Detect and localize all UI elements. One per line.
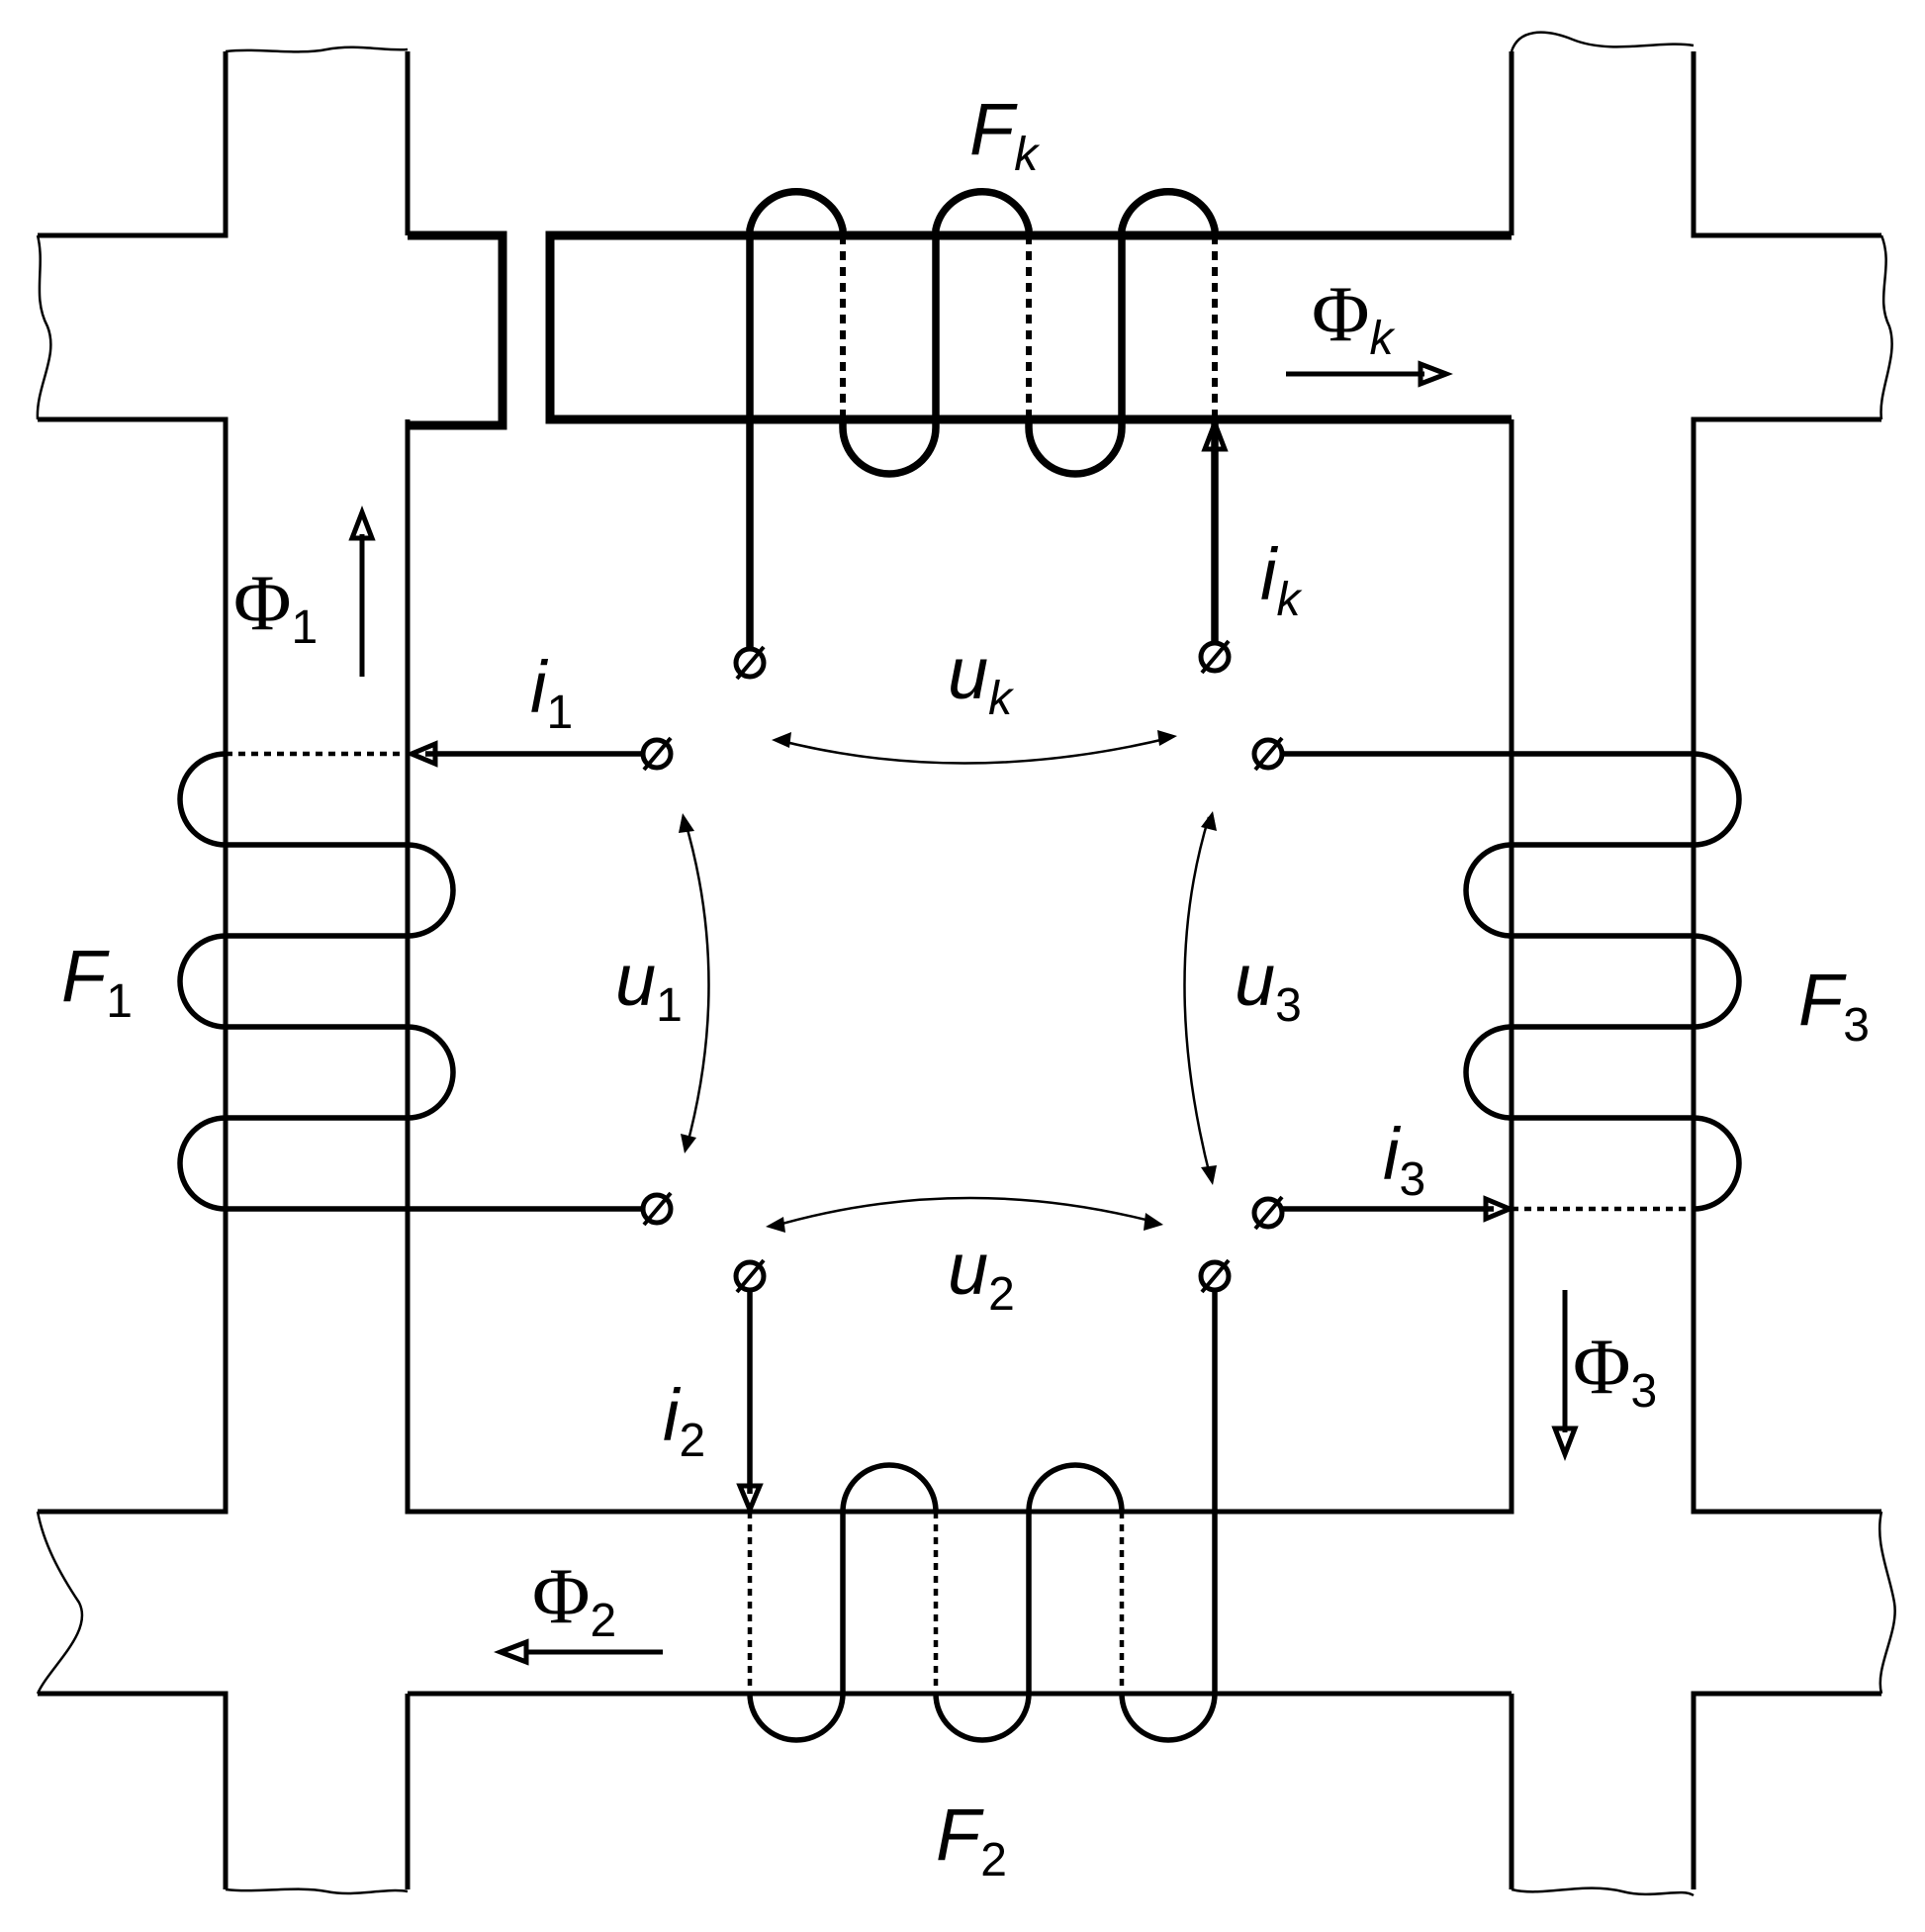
coil-f3 (1276, 751, 1742, 1223)
label-u1: u1 (615, 939, 683, 1032)
terminal-2-right (1198, 1258, 1232, 1294)
coil-f3-winding (1276, 751, 1742, 1212)
coil-f1 (177, 740, 643, 1212)
terminal-k-left (733, 645, 767, 681)
break-edge-left-side (36, 234, 52, 420)
label-fk: Fk (969, 88, 1041, 181)
u2-arc (771, 1196, 1158, 1229)
arrows (348, 360, 1579, 1666)
right-limb-inner-mid (1691, 416, 1881, 1515)
uk-arc (777, 736, 1170, 765)
label-phi1: Φ1 (233, 560, 318, 654)
left-limb-inner-mid (405, 419, 1514, 1515)
label-u2: u2 (948, 1228, 1015, 1321)
break-edge-left-bottom (225, 1887, 409, 1895)
coil-fk (746, 188, 1219, 663)
labels: Fk Φk Φ1 ik i1 uk F1 u1 u3 F3 i3 (61, 88, 1870, 1886)
left-limb-outer-lower (38, 416, 229, 1515)
right-limb-inner (1691, 51, 1881, 238)
left-limb-bottom (38, 1691, 229, 1889)
i3-arrowhead (1483, 1195, 1516, 1223)
coil-f2-hidden (747, 1512, 1125, 1694)
i1-arrowhead (405, 740, 438, 768)
break-edge-right-top (1510, 31, 1695, 52)
break-edge-right-side-bottom (1878, 1511, 1896, 1695)
ik-arrowhead (1201, 416, 1229, 452)
phik-arrowhead (1418, 360, 1453, 388)
top-branch-left-stub (408, 230, 507, 430)
coil-fk-bottom-loops (839, 419, 1126, 478)
coil-f2 (736, 1270, 1218, 1743)
label-ik: ik (1260, 533, 1303, 626)
terminal-2-left (733, 1258, 767, 1294)
label-uk: uk (948, 632, 1015, 725)
phi2-arrowhead (494, 1638, 529, 1666)
label-i2: i2 (663, 1374, 705, 1467)
label-i1: i1 (530, 646, 573, 739)
break-edge-left-top (225, 46, 409, 53)
u1-arc (683, 818, 710, 1149)
label-phik: Φk (1312, 271, 1396, 365)
right-limb-bottom (1691, 1691, 1881, 1889)
i2-arrowhead (736, 1483, 764, 1517)
coil-fk-winding (746, 188, 1219, 663)
voltage-arcs (679, 730, 1217, 1233)
label-i3: i3 (1383, 1113, 1425, 1206)
terminals (640, 639, 1285, 1294)
phi3-arrowhead (1551, 1426, 1579, 1461)
label-f2: F2 (936, 1794, 1007, 1886)
phi1-arrowhead (348, 506, 376, 541)
break-edge-right-side (1879, 234, 1893, 420)
label-u3: u3 (1235, 939, 1302, 1032)
terminal-3-bottom (1251, 1195, 1285, 1231)
coil-f1-hidden (226, 751, 408, 1121)
label-f3: F3 (1798, 959, 1870, 1052)
terminal-k-right (1198, 639, 1232, 675)
terminal-1-top (640, 736, 674, 772)
terminal-1-bottom (640, 1191, 674, 1227)
u3-arc (1183, 816, 1213, 1180)
label-f1: F1 (61, 935, 133, 1028)
coil-f3-hidden (1512, 842, 1694, 1212)
left-limb-outer (38, 51, 229, 238)
coil-f2-winding (747, 1270, 1218, 1743)
break-edge-right-bottom (1511, 1886, 1695, 1897)
label-phi2: Φ2 (532, 1553, 616, 1647)
label-phi3: Φ3 (1573, 1324, 1657, 1418)
coil-f1-winding (177, 751, 643, 1212)
magnetic-core (36, 31, 1896, 1897)
break-edge-left-side-bottom (36, 1511, 84, 1695)
coil-fk-hidden (840, 235, 1218, 419)
terminal-3-top (1251, 736, 1285, 772)
